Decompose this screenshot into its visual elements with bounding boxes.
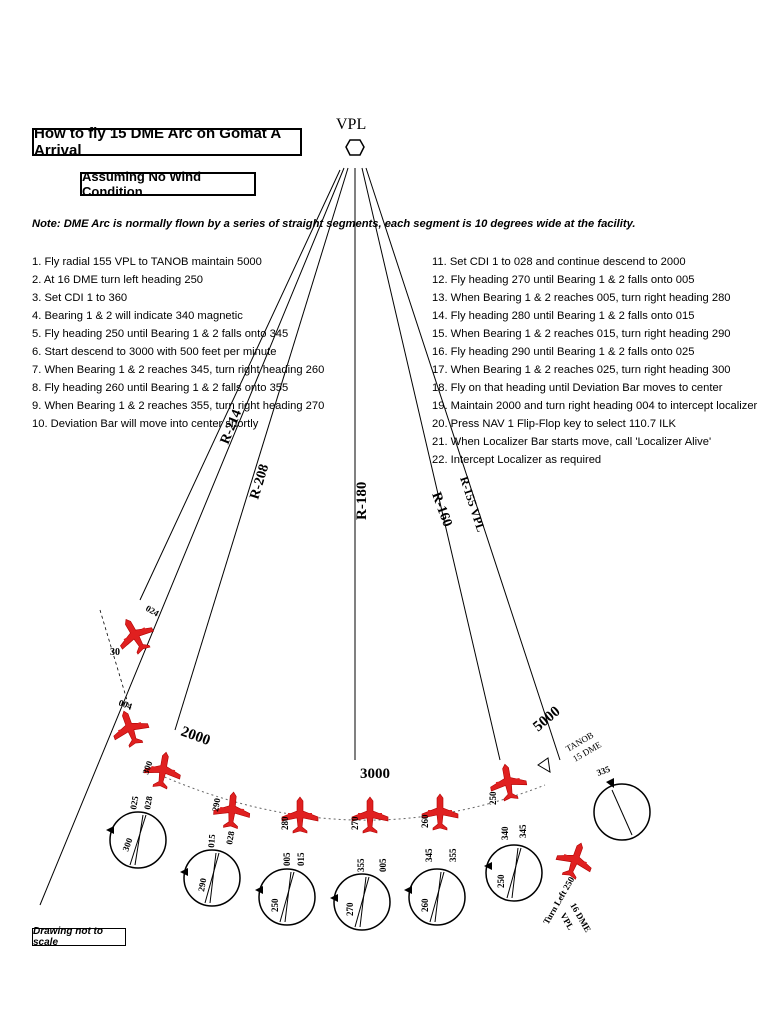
page-subtitle: Assuming No Wind Condition xyxy=(80,169,256,199)
aircraft-label: 004 xyxy=(117,697,134,711)
instrument-bearing: 015 xyxy=(206,833,217,848)
instrument-bearing: 335 xyxy=(595,764,612,778)
aircraft-label: 280 xyxy=(280,816,290,830)
step-item: 17. When Bearing 1 & 2 reaches 025, turn… xyxy=(432,364,731,376)
step-item: 21. When Localizer Bar starts move, call… xyxy=(432,436,712,448)
instrument-dial xyxy=(258,868,316,926)
step-item: 13. When Bearing 1 & 2 reaches 005, turn… xyxy=(432,292,731,304)
instrument-bearing-2: 345 xyxy=(518,824,528,838)
instrument-bearing-2: 015 xyxy=(296,852,306,866)
step-item: 15. When Bearing 1 & 2 reaches 015, turn… xyxy=(432,328,731,340)
instrument-needles xyxy=(129,789,633,928)
step-item: 9. When Bearing 1 & 2 reaches 355, turn … xyxy=(32,400,325,412)
instrument-bearing-2: 028 xyxy=(142,795,154,811)
instrument-heading: 270 xyxy=(345,902,355,916)
step-item: 10. Deviation Bar will move into center … xyxy=(32,418,259,430)
page-title: How to fly 15 DME Arc on Gomat A Arrival xyxy=(32,125,302,159)
step-item: 14. Fly heading 280 until Bearing 1 & 2 … xyxy=(432,310,695,322)
instrument-index-marks xyxy=(106,778,614,902)
aircraft-label: 250 xyxy=(488,791,498,805)
instrument-dial xyxy=(109,811,167,869)
instrument-bearing: 025 xyxy=(128,795,140,811)
radial-label-160: R-160 xyxy=(428,490,454,529)
instrument-heading: 290 xyxy=(196,877,208,893)
step-item: 12. Fly heading 270 until Bearing 1 & 2 … xyxy=(432,274,695,286)
instrument-group xyxy=(109,783,651,931)
instrument-bearing-2: 028 xyxy=(224,830,236,846)
steps-list-left: 1. Fly radial 155 VPL to TANOB maintain … xyxy=(32,253,324,433)
steps-list-right: 11. Set CDI 1 to 028 and continue descen… xyxy=(432,253,757,469)
instrument-heading: 260 xyxy=(420,898,430,912)
step-item: 2. At 16 DME turn left heading 250 xyxy=(32,274,204,286)
instrument-dial xyxy=(183,849,241,907)
instrument-bearing: 005 xyxy=(282,852,292,866)
aircraft-label: 290 xyxy=(210,797,222,813)
step-item: 6. Start descend to 3000 with 500 feet p… xyxy=(32,346,277,358)
step-item: 20. Press NAV 1 Flip-Flop key to select … xyxy=(432,418,676,430)
scale-note: Drawing not to scale xyxy=(32,926,126,948)
radial-label-155: R-155 VPL xyxy=(457,475,488,534)
instrument-heading: 250 xyxy=(270,898,280,912)
step-item: 4. Bearing 1 & 2 will indicate 340 magne… xyxy=(32,310,243,322)
instrument-dial xyxy=(333,873,391,931)
tanob-fix-symbol xyxy=(537,757,551,773)
radial-label-180: R-180 xyxy=(354,482,370,520)
instrument-heading: 250 xyxy=(496,874,506,888)
aircraft-icon xyxy=(106,704,154,752)
step-item: 16. Fly heading 290 until Bearing 1 & 2 … xyxy=(432,346,695,358)
vor-station-symbol xyxy=(345,139,365,156)
instrument-bearing: 340 xyxy=(500,826,510,840)
instrument-dial xyxy=(485,844,543,902)
instrument-bearing-2: 355 xyxy=(448,848,458,862)
instrument-dial xyxy=(593,783,651,841)
aircraft-label: 260 xyxy=(420,814,430,828)
step-item: 7. When Bearing 1 & 2 reaches 345, turn … xyxy=(32,364,325,376)
aircraft-label: 300 xyxy=(140,759,154,776)
aircraft-icon xyxy=(551,836,599,884)
step-item: 18. Fly on that heading until Deviation … xyxy=(432,382,723,394)
instrument-heading: 300 xyxy=(120,836,134,853)
step-item: 22. Intercept Localizer as required xyxy=(432,454,602,466)
step-item: 19. Maintain 2000 and turn right heading… xyxy=(432,400,758,412)
distance-label: 30 xyxy=(110,647,120,658)
radial-lines xyxy=(39,167,561,906)
turn-note-line: 16 DME xyxy=(568,901,593,934)
aircraft-label: 270 xyxy=(350,816,360,830)
procedure-note: Note: DME Arc is normally flown by a ser… xyxy=(32,218,636,230)
instrument-bearing: 355 xyxy=(356,858,366,872)
altitude-3000: 3000 xyxy=(360,766,390,782)
step-item: 5. Fly heading 250 until Bearing 1 & 2 f… xyxy=(32,328,289,340)
altitude-2000: 2000 xyxy=(179,724,213,749)
station-label: VPL xyxy=(336,116,367,133)
step-item: 8. Fly heading 260 until Bearing 1 & 2 f… xyxy=(32,382,289,394)
step-item: 11. Set CDI 1 to 028 and continue descen… xyxy=(432,256,686,268)
instrument-bearing: 345 xyxy=(424,848,434,862)
altitude-5000: 5000 xyxy=(530,704,563,736)
step-item: 3. Set CDI 1 to 360 xyxy=(32,292,128,304)
radial-label-208: R-208 xyxy=(247,463,272,502)
instrument-bearing-2: 005 xyxy=(378,858,388,872)
instrument-dial xyxy=(408,868,466,926)
step-item: 1. Fly radial 155 VPL to TANOB maintain … xyxy=(32,256,262,268)
